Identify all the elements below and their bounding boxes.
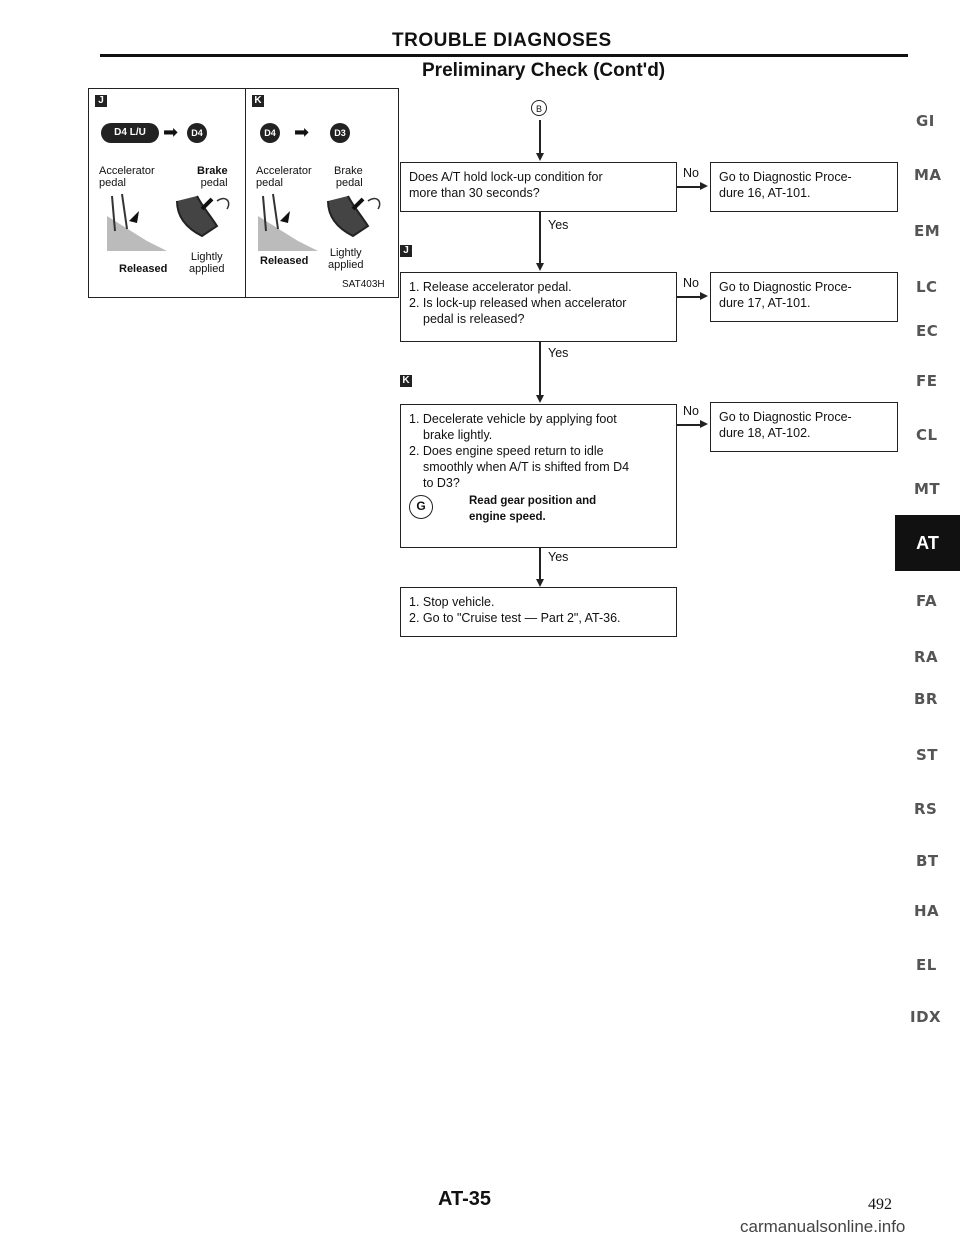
side-index-gi[interactable]: GI xyxy=(916,112,935,130)
side-index-ha[interactable]: HA xyxy=(914,902,939,920)
marker-j: J xyxy=(95,95,107,107)
marker-k: K xyxy=(252,95,264,107)
step1-box: Does A/T hold lock-up condition for more… xyxy=(400,162,677,212)
shift-from-symbol: D4 L/U xyxy=(101,123,159,143)
side-index-ma[interactable]: MA xyxy=(914,166,942,184)
step2-yes-label: Yes xyxy=(548,346,568,360)
page-code: AT-35 xyxy=(438,1188,491,1211)
step1-no-label: No xyxy=(683,166,699,180)
step2-no-label: No xyxy=(683,276,699,290)
shift-arrow-icon: ➡ xyxy=(163,122,178,142)
step4-box: 1. Stop vehicle. 2. Go to "Cruise test —… xyxy=(400,587,677,637)
figure-code: SAT403H xyxy=(342,279,385,290)
flow-arrow xyxy=(536,395,544,403)
side-index-mt[interactable]: MT xyxy=(914,480,940,498)
flow-line xyxy=(539,120,541,154)
side-index-ra[interactable]: RA xyxy=(914,648,938,666)
pedal-illustration xyxy=(107,191,237,251)
watermark: carmanualsonline.info xyxy=(740,1217,905,1237)
step3-yes-label: Yes xyxy=(548,550,568,564)
shift-from-symbol: D4 xyxy=(260,123,280,143)
step3-box: 1. Decelerate vehicle by applying foot b… xyxy=(400,404,677,548)
step1-no-target: Go to Diagnostic Proce- dure 16, AT-101. xyxy=(710,162,898,212)
side-index-bt[interactable]: BT xyxy=(916,852,939,870)
page-title: TROUBLE DIAGNOSES xyxy=(392,30,612,52)
side-index-st[interactable]: ST xyxy=(916,746,938,764)
step1-no-arrow xyxy=(700,182,708,190)
pedal-illustration xyxy=(258,191,388,251)
flow-line xyxy=(539,548,541,580)
side-index-idx[interactable]: IDX xyxy=(910,1008,941,1026)
released-label: Released xyxy=(119,263,167,275)
flow-arrow xyxy=(536,153,544,161)
shift-to-symbol: D4 xyxy=(187,123,207,143)
header-rule xyxy=(100,54,908,57)
flow-arrow xyxy=(536,579,544,587)
shift-arrow-icon: ➡ xyxy=(294,122,309,142)
side-index-br[interactable]: BR xyxy=(914,690,938,708)
side-index-em[interactable]: EM xyxy=(914,222,940,240)
gauge-icon: G xyxy=(409,495,433,519)
page-subtitle: Preliminary Check (Cont'd) xyxy=(422,60,665,82)
step3-note: Read gear position and engine speed. xyxy=(469,493,596,525)
side-index-rs[interactable]: RS xyxy=(914,800,937,818)
connector-b: B xyxy=(531,100,547,116)
step2-no-target: Go to Diagnostic Proce- dure 17, AT-101. xyxy=(710,272,898,322)
flow-line xyxy=(539,342,541,396)
marker-k: K xyxy=(400,375,412,387)
step3-no-target: Go to Diagnostic Proce- dure 18, AT-102. xyxy=(710,402,898,452)
side-index-fa[interactable]: FA xyxy=(916,592,937,610)
side-index-ec[interactable]: EC xyxy=(916,322,938,340)
step3-no-arrow xyxy=(700,420,708,428)
released-label: Released xyxy=(260,255,308,267)
side-index-fe[interactable]: FE xyxy=(916,372,938,390)
shift-to-symbol: D3 xyxy=(330,123,350,143)
step1-yes-label: Yes xyxy=(548,218,568,232)
side-index-cl[interactable]: CL xyxy=(916,426,938,444)
marker-j: J xyxy=(400,245,412,257)
step3-no-label: No xyxy=(683,404,699,418)
step2-box: 1. Release accelerator pedal. 2. Is lock… xyxy=(400,272,677,342)
flow-arrow xyxy=(536,263,544,271)
flow-line xyxy=(539,212,541,264)
page-number: 492 xyxy=(868,1196,892,1214)
side-index-lc[interactable]: LC xyxy=(916,278,938,296)
side-index-at-active-tab[interactable]: AT xyxy=(895,515,960,571)
step2-no-arrow xyxy=(700,292,708,300)
side-index-el[interactable]: EL xyxy=(916,956,937,974)
